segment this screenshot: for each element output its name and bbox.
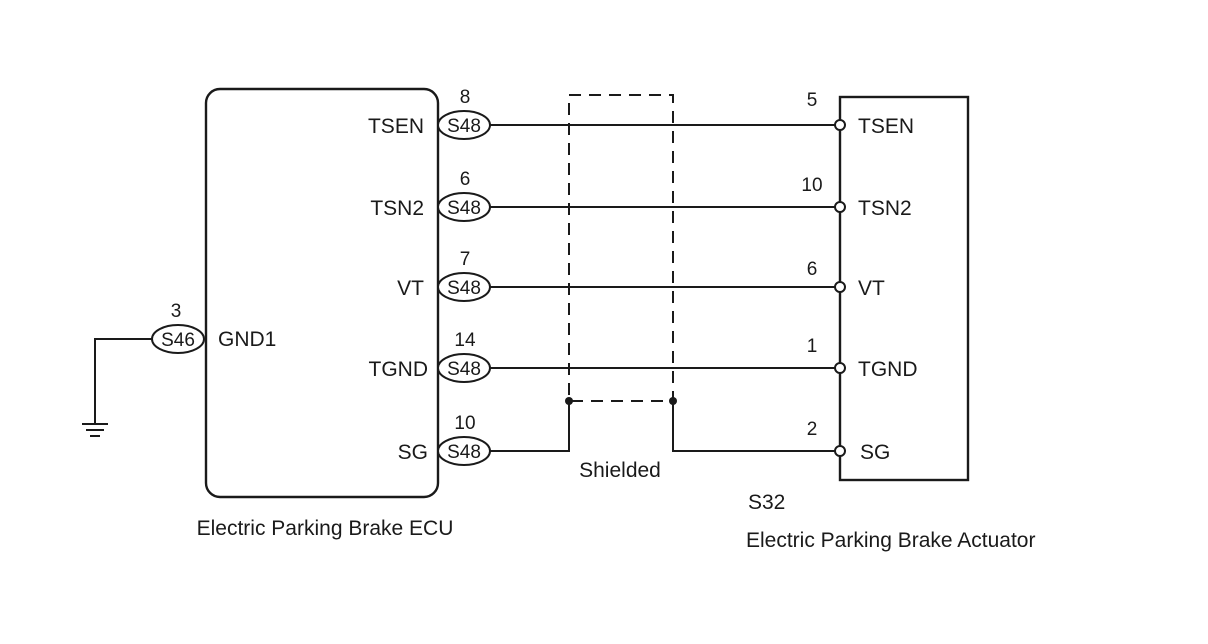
actuator-caption: Electric Parking Brake Actuator	[746, 529, 1035, 552]
ground-wire	[94, 338, 154, 424]
actuator-terminal-label-tsn2: TSN2	[858, 197, 912, 220]
connector-label-sg: S48	[447, 442, 481, 463]
connector-oval-sg	[437, 436, 491, 466]
actuator-terminal-label-tgnd: TGND	[858, 358, 918, 381]
ecu-terminal-label-sg: SG	[398, 441, 428, 464]
ecu-terminal-label-tsen: TSEN	[368, 115, 424, 138]
actuator-terminal-label-sg: SG	[860, 441, 890, 464]
connector-label-tsen: S48	[447, 116, 481, 137]
actuator-terminal-circle-tsen	[834, 119, 846, 131]
connector-oval-tsn2	[437, 192, 491, 222]
circuit-tgnd: TGND S48 14 1 TGND	[369, 330, 918, 383]
connector-oval-vt	[437, 272, 491, 302]
actuator-pin-number-tsn2: 10	[801, 175, 822, 196]
actuator-terminal-circle-tsn2	[834, 201, 846, 213]
actuator-pin-number-tsen: 5	[807, 90, 818, 111]
wire-sg-actuator-side	[672, 401, 836, 452]
actuator-terminal-circle-tgnd	[834, 362, 846, 374]
ecu-pin-number-sg: 10	[454, 413, 475, 434]
connector-label-tgnd: S48	[447, 359, 481, 380]
actuator-pin-number-vt: 6	[807, 259, 818, 280]
ecu-pin-number-tgnd: 14	[454, 330, 476, 351]
actuator-pin-number-tgnd: 1	[807, 336, 818, 357]
actuator-terminal-label-tsen: TSEN	[858, 115, 914, 138]
actuator-box	[838, 95, 970, 482]
ecu-ground-branch: S46 3 GND1	[82, 301, 276, 437]
ecu-box	[204, 87, 440, 499]
ecu-terminal-label-tsn2: TSN2	[370, 197, 424, 220]
circuit-tsn2: TSN2 S48 6 10 TSN2	[370, 169, 912, 222]
actuator-pin-number-sg: 2	[807, 419, 818, 440]
circuit-vt: VT S48 7 6 VT	[397, 249, 885, 302]
ecu-pin-number-vt: 7	[460, 249, 471, 270]
connector-oval-tgnd	[437, 353, 491, 383]
shield-box	[568, 94, 674, 402]
ecu-terminal-label-vt: VT	[397, 277, 424, 300]
connector-label-tsn2: S48	[447, 198, 481, 219]
ecu-caption: Electric Parking Brake ECU	[197, 517, 454, 540]
actuator-terminal-circle-sg	[834, 445, 846, 457]
circuit-sg: SG S48 10 2 SG	[398, 397, 890, 466]
connector-label-s46: S46	[161, 330, 195, 351]
ecu-pin-number-tsn2: 6	[460, 169, 471, 190]
circuit-tsen: TSEN S48 8 5 TSEN	[368, 87, 914, 140]
pin-number-gnd1: 3	[171, 301, 182, 322]
actuator-terminal-circle-vt	[834, 281, 846, 293]
connector-oval-s46	[151, 324, 205, 354]
shield-label: Shielded	[579, 459, 661, 482]
actuator-connector-label: S32	[748, 491, 785, 514]
wire-sg-ecu-side	[490, 401, 570, 452]
connector-label-vt: S48	[447, 278, 481, 299]
actuator-terminal-label-vt: VT	[858, 277, 885, 300]
terminal-label-gnd1: GND1	[218, 328, 276, 351]
ecu-terminal-label-tgnd: TGND	[369, 358, 429, 381]
ecu-pin-number-tsen: 8	[460, 87, 471, 108]
shield-junction-dot-right	[669, 397, 677, 405]
shield-junction-dot-left	[565, 397, 573, 405]
connector-oval-tsen	[437, 110, 491, 140]
